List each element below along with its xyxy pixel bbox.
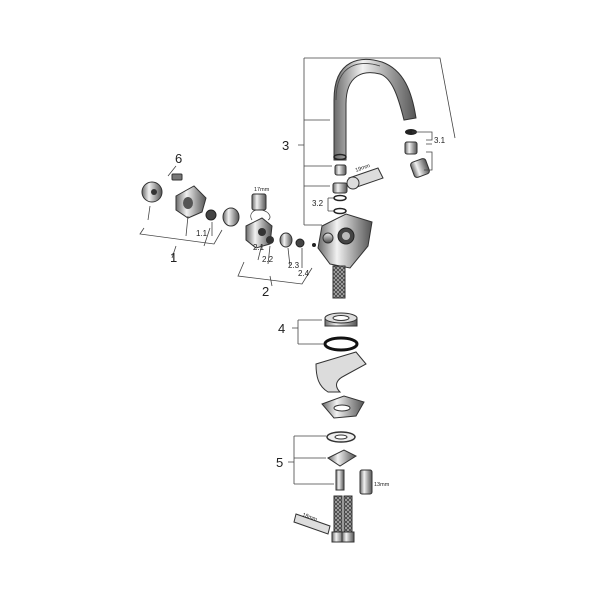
spout-group bbox=[332, 59, 430, 215]
threaded-stud bbox=[335, 469, 345, 491]
callout-5: 5 bbox=[276, 455, 283, 470]
callout-2-4: 2.4 bbox=[298, 269, 310, 278]
callout-2-1: 2.1 bbox=[253, 243, 265, 252]
callout-1-1: 1.1 bbox=[196, 229, 208, 238]
fixing-set-group bbox=[288, 431, 373, 495]
wrench-18mm bbox=[293, 513, 331, 535]
fixing-plate bbox=[321, 395, 365, 419]
socket-13mm bbox=[359, 469, 373, 495]
handle-bush bbox=[222, 207, 240, 227]
set-screw bbox=[171, 173, 183, 181]
hoses-bottom bbox=[293, 495, 355, 543]
handle-adapter bbox=[205, 209, 217, 221]
aerator-insert bbox=[404, 141, 418, 155]
callout-labels: 1 1.1 6 2 2.1 2.2 2.3 2.4 3 3.1 3.2 4 5 … bbox=[170, 136, 446, 523]
dim-19mm: 19mm bbox=[355, 163, 372, 174]
cartridge-group bbox=[237, 193, 316, 287]
dim-13mm: 13mm bbox=[374, 482, 390, 488]
handle-group bbox=[139, 165, 240, 259]
fixing-nut bbox=[327, 449, 358, 467]
spout-bush bbox=[332, 182, 348, 194]
cartridge-nut bbox=[279, 232, 293, 248]
spout-adapter bbox=[334, 164, 347, 176]
callout-2: 2 bbox=[262, 284, 269, 299]
callout-3-2: 3.2 bbox=[312, 199, 324, 208]
callout-3: 3 bbox=[282, 138, 289, 153]
horseshoe-washer bbox=[315, 351, 367, 393]
base-o-ring bbox=[323, 336, 359, 352]
spout-o-ring-1 bbox=[333, 194, 347, 202]
aerator-cap bbox=[410, 158, 430, 178]
supply-hose-top bbox=[332, 265, 346, 299]
aerator-ring bbox=[405, 129, 417, 135]
callout-2-3: 2.3 bbox=[288, 261, 300, 270]
dim-17mm: 17mm bbox=[254, 187, 270, 193]
spout-o-ring-top bbox=[333, 153, 347, 161]
callout-1: 1 bbox=[170, 250, 177, 265]
spout-callout-lines bbox=[298, 57, 456, 226]
socket-17mm bbox=[251, 193, 267, 211]
callout-4: 4 bbox=[278, 321, 285, 336]
dim-18mm: 18mm bbox=[301, 512, 318, 523]
spout-pipe bbox=[333, 59, 417, 161]
callout-6: 6 bbox=[175, 151, 182, 166]
mixer-body bbox=[317, 213, 373, 299]
spout-o-ring-2 bbox=[333, 207, 347, 215]
callout-2-2: 2.2 bbox=[262, 255, 274, 264]
callout-3-1: 3.1 bbox=[434, 136, 446, 145]
mounting-ring-group bbox=[292, 312, 359, 352]
cartridge-seal bbox=[266, 236, 274, 244]
